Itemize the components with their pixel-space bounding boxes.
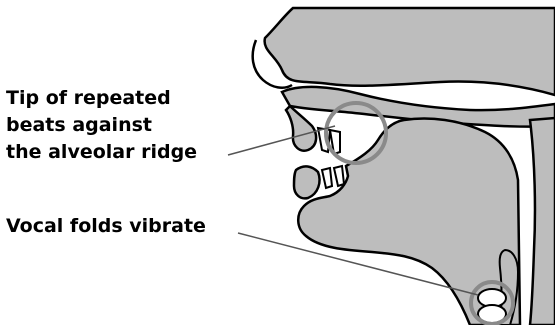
tongue-tip-label: Tip of repeated beats against the alveol…	[6, 85, 197, 166]
upper-lip	[286, 106, 316, 151]
nasal-cavity	[265, 8, 555, 95]
vocal-folds-label: Vocal folds vibrate	[6, 213, 206, 240]
tongue-tip-label-line-2: beats against	[6, 112, 197, 139]
vocal-folds-label-text: Vocal folds vibrate	[6, 213, 206, 240]
tongue-tip-label-line-3: the alveolar ridge	[6, 139, 197, 166]
tongue-tip-label-line-1: Tip of repeated	[6, 85, 197, 112]
lower-teeth	[322, 166, 344, 188]
tongue-tip-pointer-line	[228, 126, 335, 155]
pharynx-wall	[530, 118, 555, 325]
lower-lip	[294, 166, 320, 198]
